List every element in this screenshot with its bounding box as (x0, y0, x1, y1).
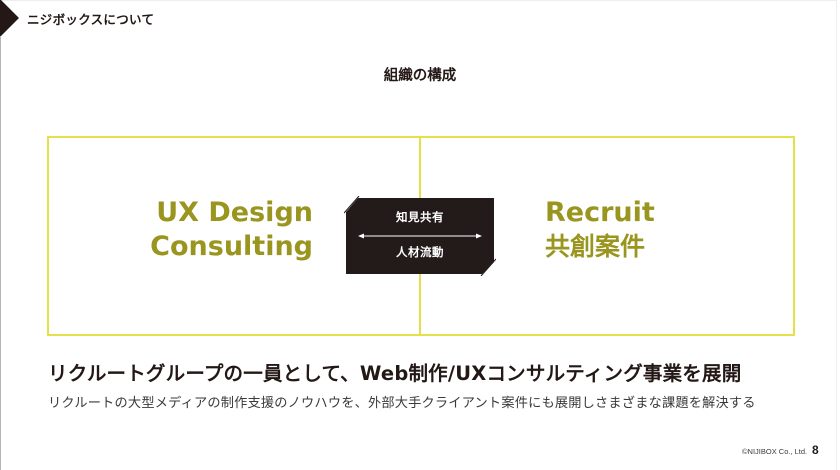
right-org-line1: Recruit (545, 197, 655, 228)
right-org-line2: 共創案件 (545, 232, 646, 261)
left-org-line2: Consulting (150, 231, 313, 262)
talent-mobility-label: 人材流動 (396, 245, 444, 259)
slide-title: 組織の構成 (383, 68, 457, 84)
headline: リクルートグループの一員として、Web制作/UXコンサルティング事業を展開 (48, 362, 742, 385)
left-edge-rule (0, 36, 1, 470)
chevron-right-icon (0, 0, 19, 36)
double-arrow-icon (358, 233, 482, 239)
knowledge-sharing-label: 知見共有 (396, 210, 444, 224)
recruit-co-creation-label: Recruit 共創案件 (545, 196, 655, 264)
copyright: ©NIJIBOX Co., Ltd. (742, 447, 808, 456)
ux-design-consulting-label: UX Design Consulting (60, 196, 313, 264)
exchange-box-shape (344, 196, 496, 276)
section-label: ニジボックスについて (27, 12, 155, 27)
org-structure-frame (47, 136, 795, 336)
left-org-line1: UX Design (156, 197, 313, 228)
right-edge-rule (836, 0, 837, 470)
description: リクルートの大型メディアの制作支援のノウハウを、外部大手クライアント案件にも展開… (48, 396, 756, 411)
top-edge-rule (0, 0, 836, 1)
page-number: 8 (812, 443, 819, 457)
exchange-box: 知見共有 人材流動 (344, 196, 496, 276)
